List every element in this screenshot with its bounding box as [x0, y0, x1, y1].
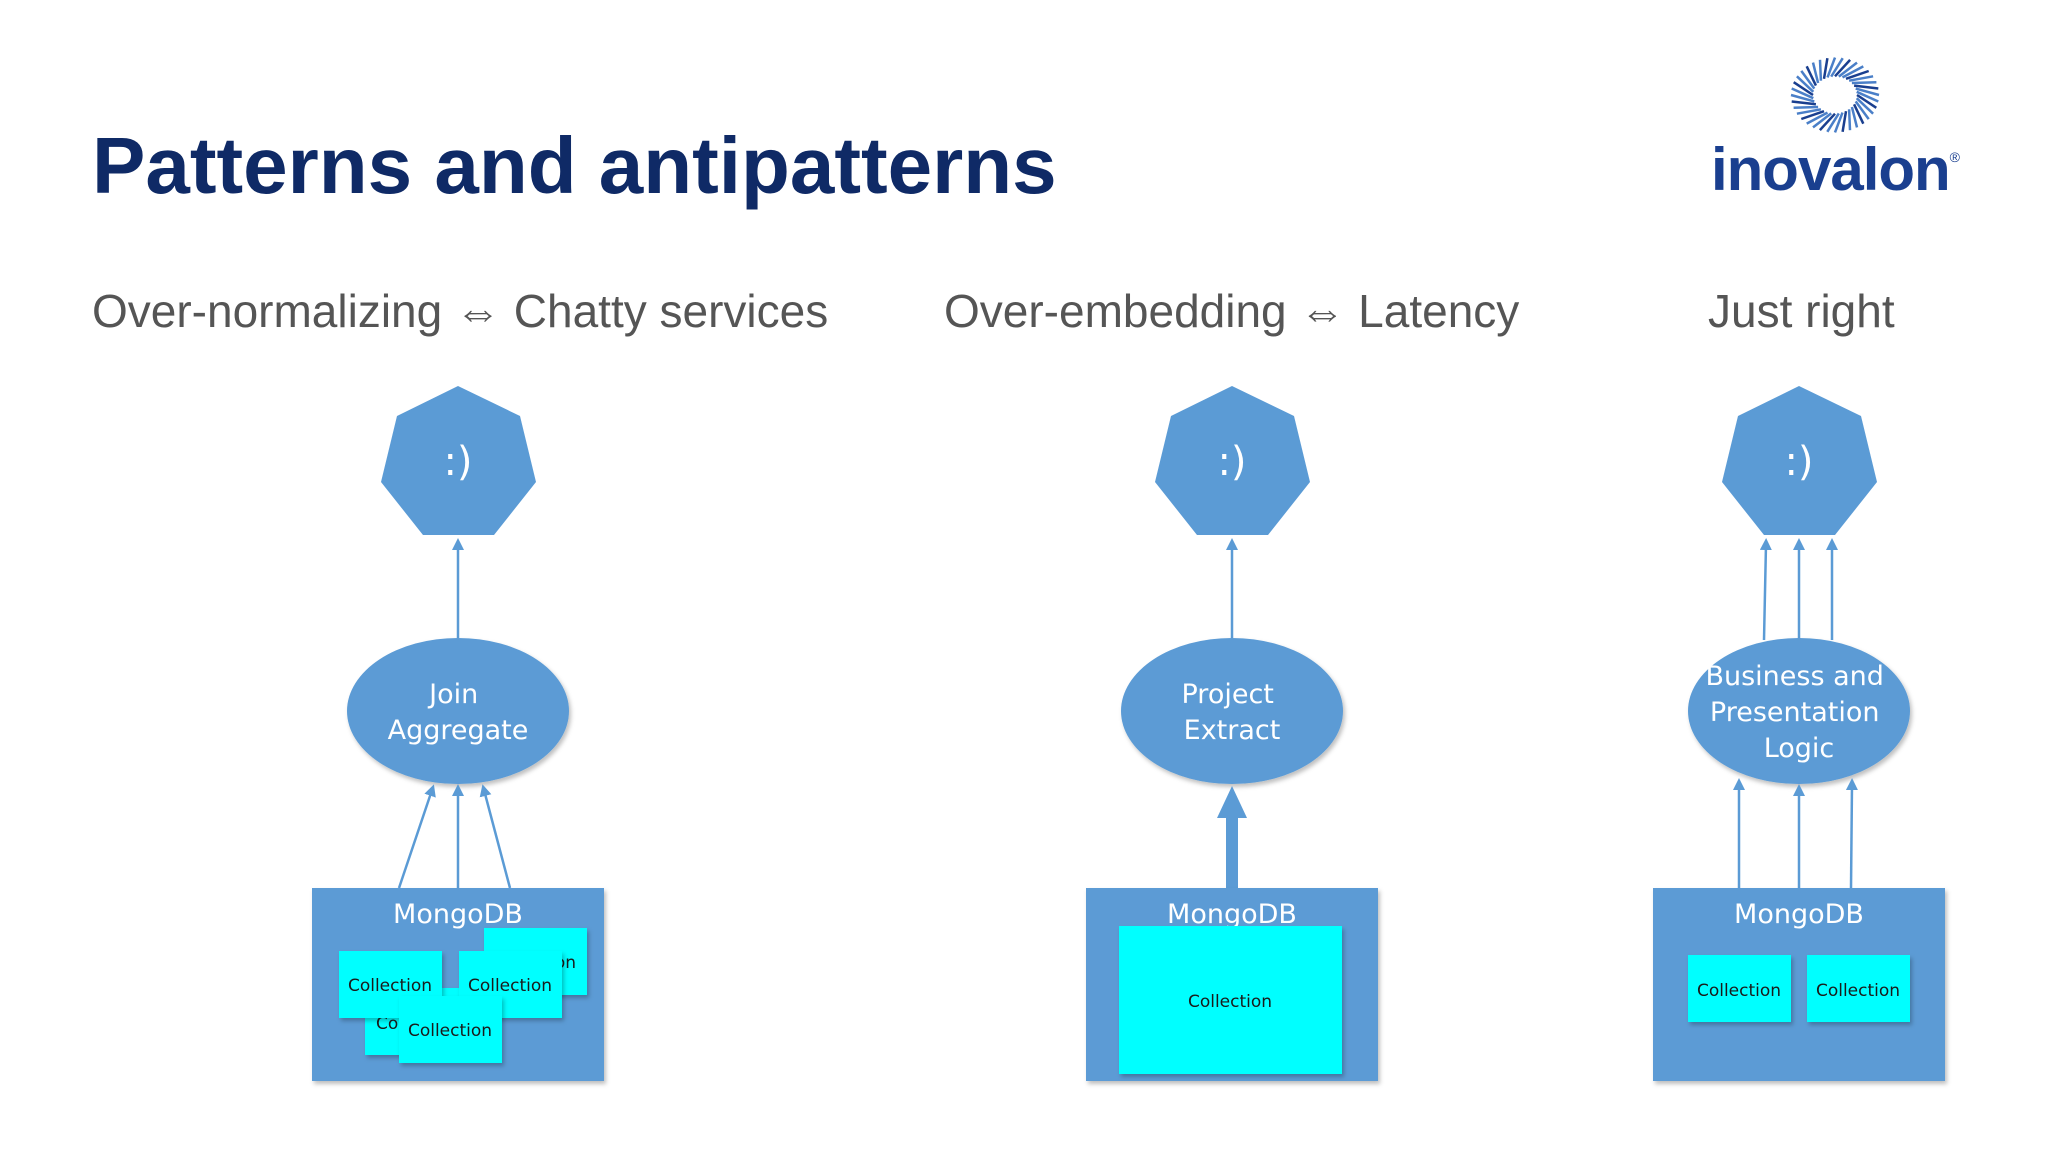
logo-swirl-stroke — [1855, 87, 1880, 97]
logo-swirl-stroke — [1791, 100, 1817, 106]
logo-swirl-stroke — [1838, 61, 1858, 78]
logo-swirl-stroke — [1841, 110, 1848, 133]
panel-2-diagram: :) Project Extract MongoDB Collection — [1086, 386, 1378, 1081]
panel-3-mongodb-label: MongoDB — [1734, 899, 1864, 930]
panel-3-heading: Just right — [1708, 285, 1895, 337]
logo-swirl-stroke — [1800, 70, 1816, 90]
panel-3-collection-2 — [1807, 955, 1910, 1022]
logo-swirl-stroke — [1806, 111, 1829, 125]
panel-2-thick-arrow-head — [1217, 786, 1247, 818]
panel-3-arrow-up-left — [1759, 538, 1772, 641]
panel-2-thick-arrow-shaft — [1226, 816, 1238, 888]
logo-swirl-stroke — [1850, 106, 1859, 128]
logo-swirl-stroke — [1856, 93, 1877, 109]
panel-3-client-label: :) — [1784, 439, 1813, 485]
panel-1-collection-1-label: Collection — [348, 976, 432, 996]
panel-1-diagram: :) Join Aggregate MongoDB Collection Col… — [312, 386, 604, 1081]
logo-swirl-stroke — [1811, 62, 1820, 84]
logo-swirl-stroke — [1818, 59, 1823, 81]
panel-1-process-label: Join Aggregate — [388, 679, 529, 746]
panel-2-collection-label: Collection — [1188, 992, 1272, 1012]
logo-swirl-icon — [1790, 57, 1880, 133]
logo-swirl-stroke — [1790, 93, 1815, 103]
logo-swirl-stroke — [1841, 65, 1864, 79]
logo-swirl-stroke — [1855, 97, 1874, 115]
logo-swirl-stroke — [1793, 81, 1814, 97]
logo-swirl-stroke — [1847, 109, 1852, 131]
panel-3-collection-1 — [1688, 955, 1791, 1022]
panel-3-diagram: :) Business and Presentation Logic Mongo… — [1653, 386, 1945, 1081]
panel-3-arrow-right — [1845, 778, 1858, 889]
logo-swirl-stroke — [1826, 112, 1840, 133]
panel-3-process-label: Business and Presentation Logic — [1705, 661, 1892, 764]
logo-swirl-stroke — [1793, 105, 1819, 110]
slide-title: Patterns and antipatterns — [92, 121, 1057, 210]
panel-2-collection — [1119, 926, 1342, 1074]
logo-swirl-stroke — [1796, 75, 1815, 93]
logo-swirl-stroke — [1818, 112, 1836, 131]
panel-1-arrow-left — [397, 784, 436, 889]
panel-1-arrow-right — [479, 784, 512, 889]
panel-1-heading: Over-normalizing ⇔ Chatty services — [92, 285, 829, 337]
logo-swirl-stroke — [1791, 87, 1814, 100]
panel-1-client-label: :) — [443, 439, 472, 485]
logo-wordmark: inovalon — [1710, 136, 1951, 203]
logo-swirl-stroke — [1834, 59, 1852, 78]
logo-swirl-stroke — [1796, 108, 1822, 115]
panel-3-client-heptagon — [1722, 386, 1877, 535]
logo-swirl-stroke — [1833, 112, 1844, 133]
logo-swirl-stroke — [1848, 75, 1874, 82]
logo-swirl-stroke — [1822, 57, 1829, 80]
logo-swirl-stroke — [1845, 69, 1870, 80]
logo-swirl-stroke — [1856, 90, 1879, 103]
logo-swirl-stroke — [1852, 103, 1865, 125]
logo-swirl-stroke — [1800, 110, 1825, 121]
panel-2-process-ellipse — [1121, 638, 1343, 784]
logo-swirl-stroke — [1853, 84, 1879, 90]
logo-swirl-stroke — [1854, 100, 1870, 120]
logo-swirl-stroke — [1805, 65, 1818, 87]
panel-1-mongodb-label: MongoDB — [393, 899, 523, 930]
logo-registered-mark: ® — [1949, 149, 1960, 165]
logo-swirl-stroke — [1830, 57, 1844, 78]
logo-swirl-stroke — [1826, 57, 1837, 78]
logo-swirl-stroke — [1851, 80, 1877, 85]
panel-2-client-heptagon — [1155, 386, 1310, 535]
panel-2-heading: Over-embedding ⇔ Latency — [944, 285, 1520, 337]
panel-3-process-ellipse — [1688, 638, 1910, 784]
panel-1-collection-3 — [399, 996, 502, 1063]
inovalon-logo: inovalon® — [1700, 45, 1970, 205]
panel-2-client-label: :) — [1217, 439, 1246, 485]
panel-1-client-heptagon — [381, 386, 536, 535]
panel-1-collection-2-label: Collection — [468, 976, 552, 996]
panel-1-process-ellipse — [347, 638, 569, 784]
panel-2-process-label: Project Extract — [1182, 679, 1283, 746]
logo-swirl-stroke — [1812, 112, 1832, 129]
panel-1-collection-3-label: Collection — [408, 1021, 492, 1041]
panel-2-mongodb-label: MongoDB — [1167, 899, 1297, 930]
panel-3-collection-2-label: Collection — [1816, 981, 1900, 1001]
panel-3-collection-1-label: Collection — [1697, 981, 1781, 1001]
